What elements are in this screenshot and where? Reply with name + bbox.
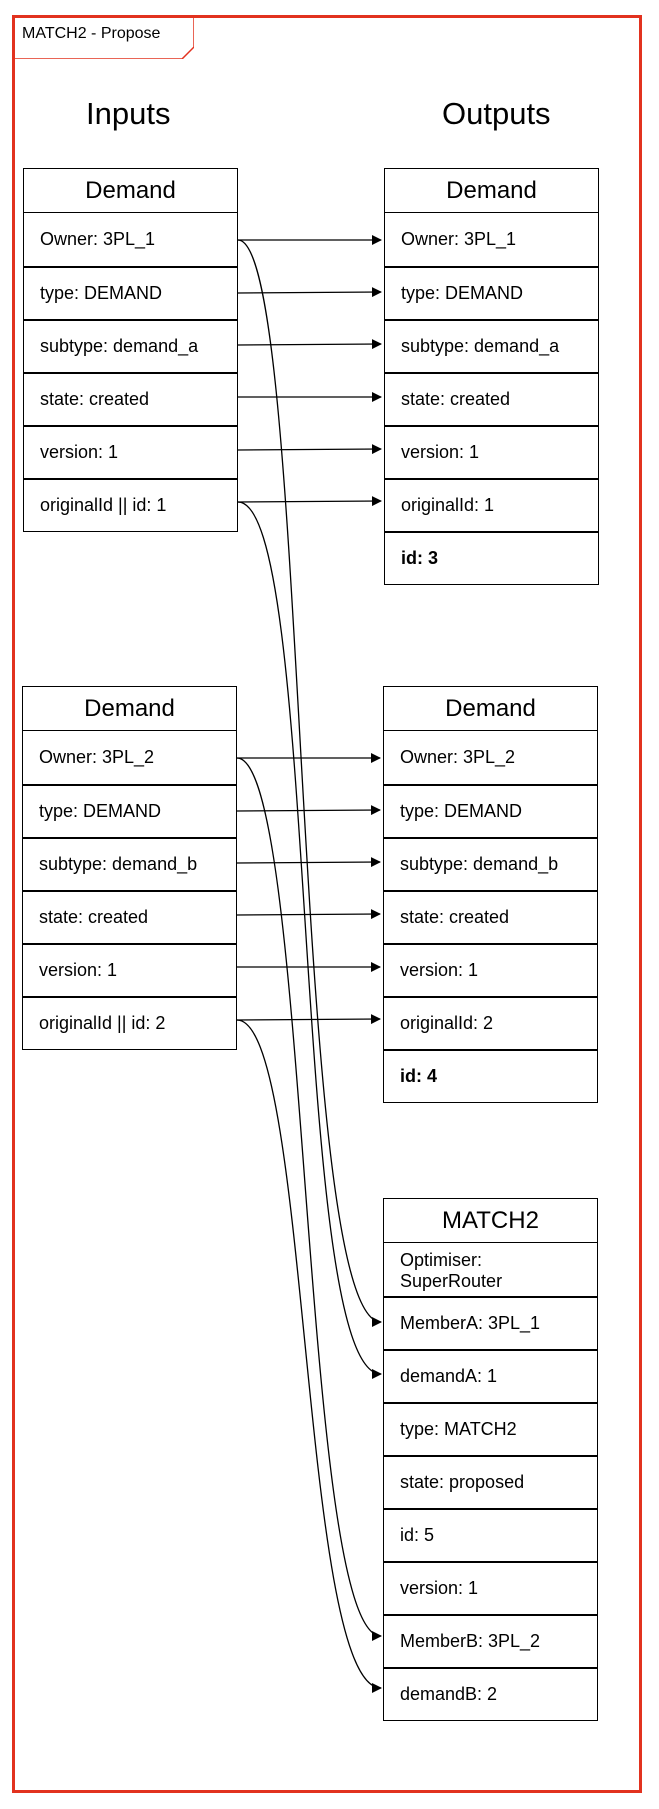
output-match2-row: MemberA: 3PL_1 xyxy=(384,1296,597,1349)
input-demand-1-row: type: DEMAND xyxy=(24,266,237,319)
output-demand-1-row: state: created xyxy=(385,372,598,425)
output-match2-row: state: proposed xyxy=(384,1455,597,1508)
output-demand-1-row: type: DEMAND xyxy=(385,266,598,319)
inputs-heading: Inputs xyxy=(86,96,171,131)
input-demand-1-row: originalId || id: 1 xyxy=(24,478,237,531)
input-demand-2: Demand Owner: 3PL_2 type: DEMAND subtype… xyxy=(22,686,237,1050)
output-match2-row: demandA: 1 xyxy=(384,1349,597,1402)
output-match2-row: version: 1 xyxy=(384,1561,597,1614)
output-match2-row: demandB: 2 xyxy=(384,1667,597,1720)
input-demand-1: Demand Owner: 3PL_1 type: DEMAND subtype… xyxy=(23,168,238,532)
output-demand-1-row: version: 1 xyxy=(385,425,598,478)
output-demand-1-row: originalId: 1 xyxy=(385,478,598,531)
output-demand-1-row: Owner: 3PL_1 xyxy=(401,229,517,249)
output-match2-row: Optimiser: SuperRouter xyxy=(400,1249,503,1291)
input-demand-2-row: version: 1 xyxy=(23,943,236,996)
outputs-heading: Outputs xyxy=(442,96,551,131)
output-demand-2-title: Demand xyxy=(384,687,597,731)
output-demand-2-row: id: 4 xyxy=(384,1049,597,1102)
output-match2-row: MemberB: 3PL_2 xyxy=(384,1614,597,1667)
output-demand-1: Demand Owner: 3PL_1 type: DEMAND subtype… xyxy=(384,168,599,585)
input-demand-1-title: Demand xyxy=(24,169,237,213)
output-match2-row: id: 5 xyxy=(384,1508,597,1561)
input-demand-1-row: version: 1 xyxy=(24,425,237,478)
output-match2-title: MATCH2 xyxy=(384,1199,597,1243)
input-demand-2-title: Demand xyxy=(23,687,236,731)
output-match2: MATCH2 Optimiser: SuperRouter MemberA: 3… xyxy=(383,1198,598,1721)
input-demand-1-row: Owner: 3PL_1 xyxy=(40,229,156,249)
output-demand-1-row: subtype: demand_a xyxy=(385,319,598,372)
output-demand-1-row: id: 3 xyxy=(385,531,598,584)
frame-border xyxy=(12,15,642,1793)
output-demand-2-row: type: DEMAND xyxy=(384,784,597,837)
output-demand-2-row: originalId: 2 xyxy=(384,996,597,1049)
input-demand-2-row: subtype: demand_b xyxy=(23,837,236,890)
frame-tab xyxy=(12,15,194,59)
input-demand-2-row: type: DEMAND xyxy=(23,784,236,837)
input-demand-1-row: subtype: demand_a xyxy=(24,319,237,372)
output-demand-2-row: state: created xyxy=(384,890,597,943)
input-demand-2-row: Owner: 3PL_2 xyxy=(39,747,155,767)
output-demand-1-title: Demand xyxy=(385,169,598,213)
output-demand-2-row: Owner: 3PL_2 xyxy=(400,747,516,767)
output-demand-2-row: version: 1 xyxy=(384,943,597,996)
input-demand-1-row: state: created xyxy=(24,372,237,425)
output-demand-2: Demand Owner: 3PL_2 type: DEMAND subtype… xyxy=(383,686,598,1103)
input-demand-2-row: state: created xyxy=(23,890,236,943)
input-demand-2-row: originalId || id: 2 xyxy=(23,996,236,1049)
output-match2-row: type: MATCH2 xyxy=(384,1402,597,1455)
output-demand-2-row: subtype: demand_b xyxy=(384,837,597,890)
frame-label: MATCH2 - Propose xyxy=(22,25,161,42)
